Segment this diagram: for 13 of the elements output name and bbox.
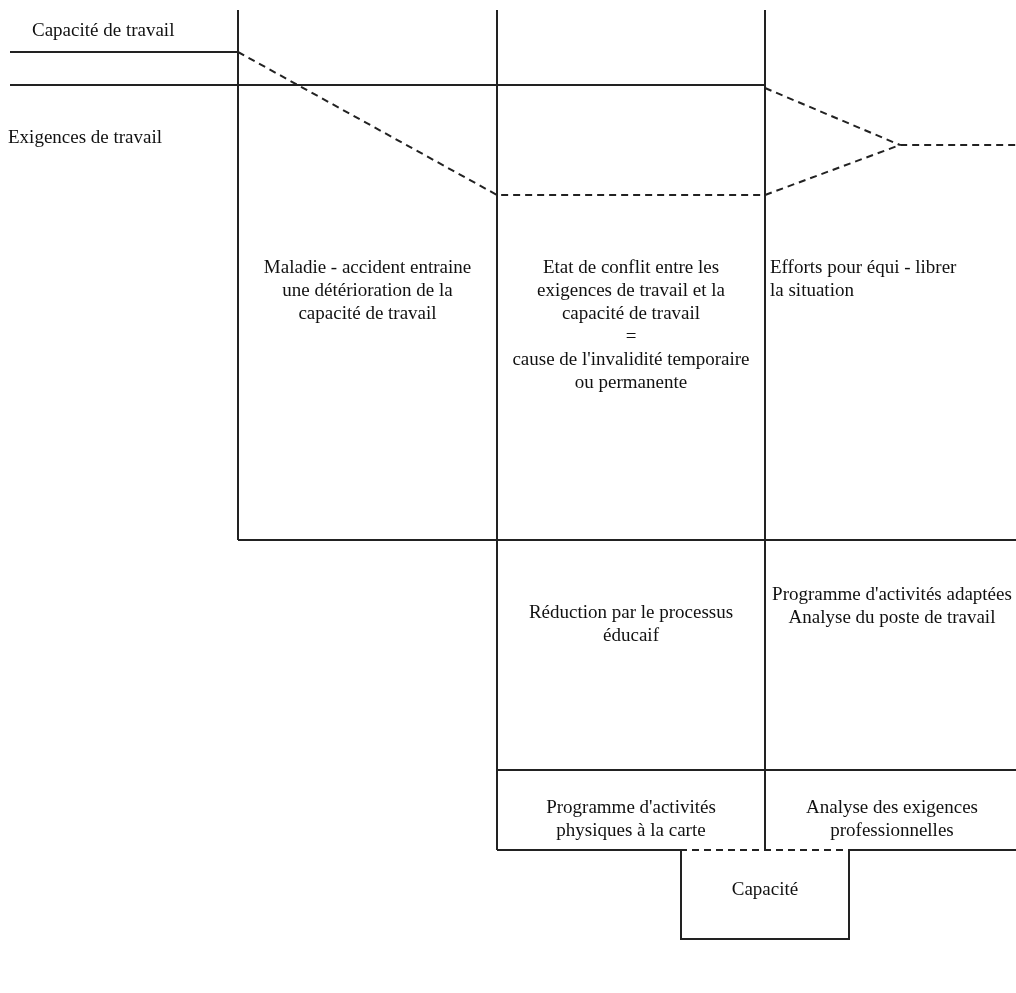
cell-text: Réduction par le processus éducaif [527, 600, 735, 646]
cell-text: Etat de conflit entre les exigences de travail et la capacité de travail [536, 255, 726, 324]
cell-text: Programme d'activités adaptées [772, 582, 1012, 605]
cell-text: Programme d'activités physiques à la carte [545, 795, 717, 841]
cell-text: Maladie - accident entraine une détérioration de la capacité de travail [262, 255, 473, 324]
cell-text: Analyse des exigences professionnelles [805, 795, 979, 841]
cell-text: cause de l'invalidité temporaire ou permanente [511, 347, 751, 393]
axis-label: Exigences de travail [8, 125, 163, 148]
label-box: Capacité [680, 850, 850, 940]
axis-label: Capacité de travail [32, 18, 175, 41]
cell-text: Efforts pour équi - librer la situation [770, 255, 958, 301]
cell-text: = [625, 324, 637, 347]
cell-text: Analyse du poste de travail [788, 605, 996, 628]
